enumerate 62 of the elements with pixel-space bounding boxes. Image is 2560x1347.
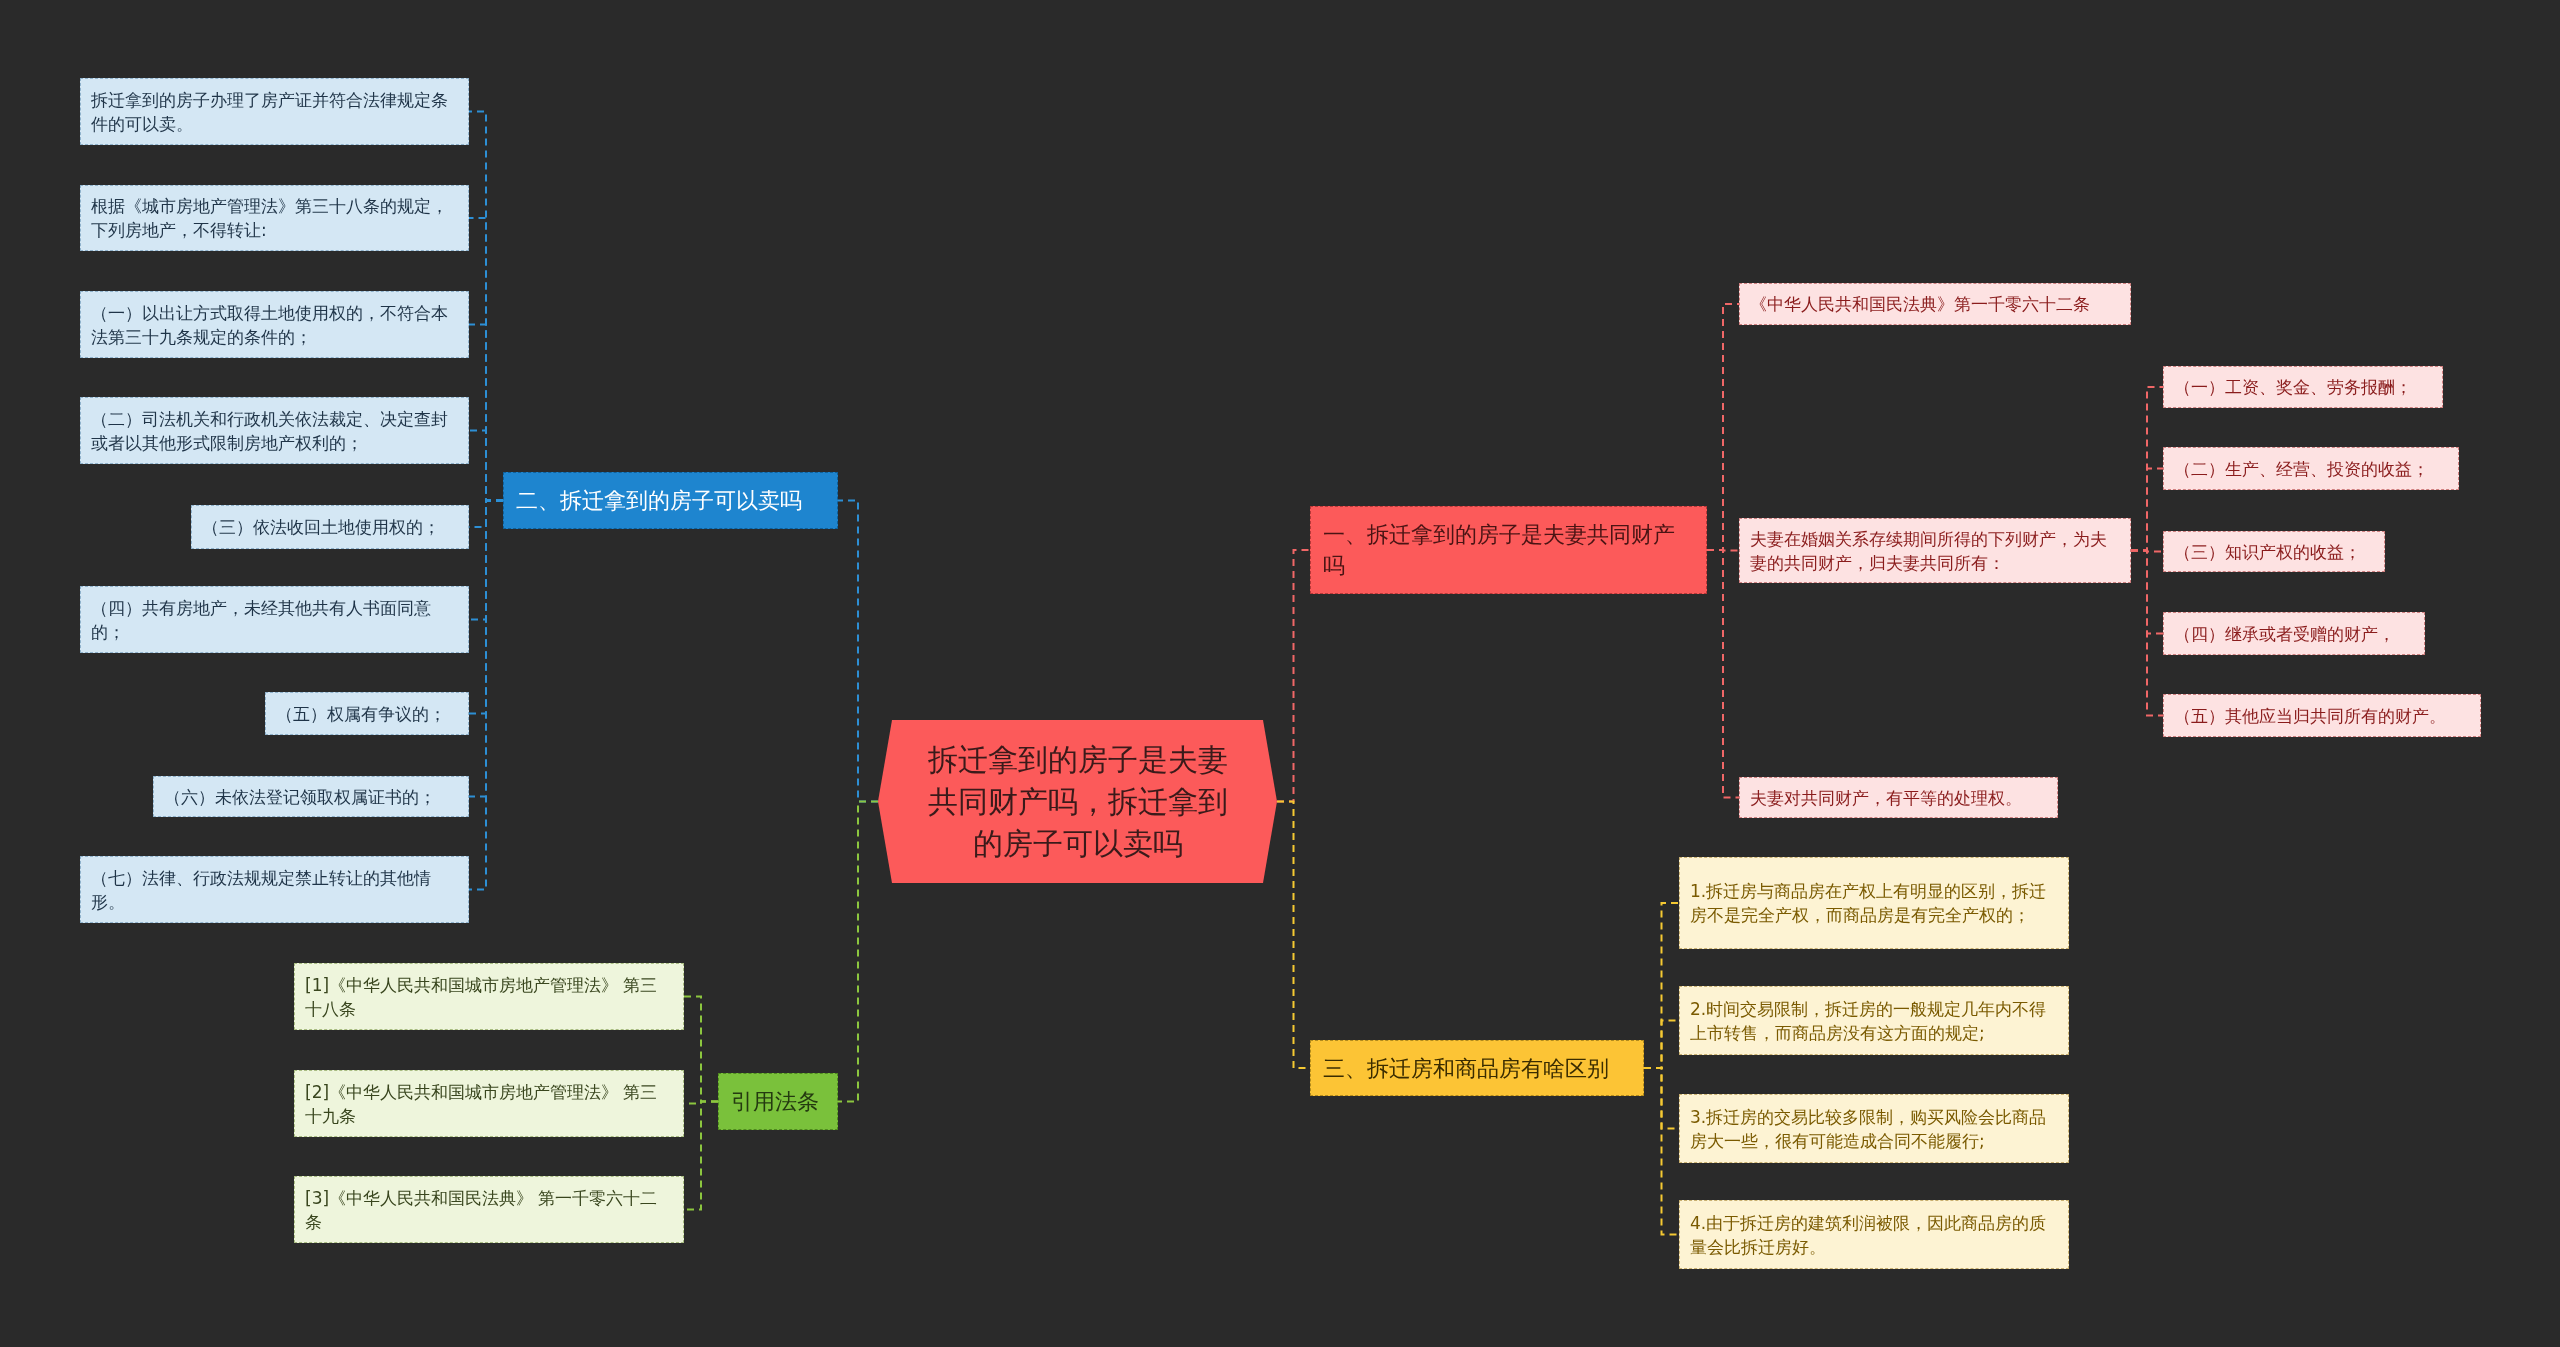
- node-text: 一、拆迁拿到的房子是夫妻共同财产吗: [1323, 521, 1676, 580]
- note-box: [80, 586, 469, 653]
- note-box: [80, 291, 469, 358]
- note-box: [2163, 612, 2425, 655]
- note-box: [2163, 694, 2481, 737]
- note-box: [153, 776, 469, 817]
- node-text: （三）依法收回土地使用权的；: [202, 516, 441, 539]
- note-box: [1679, 1200, 2069, 1269]
- note-box: [2163, 366, 2443, 408]
- topic-box: [1310, 506, 1707, 594]
- connector: [2130, 549, 2164, 717]
- note-box: [1679, 1094, 2069, 1163]
- note-box: [265, 692, 469, 735]
- note-box: [1739, 283, 2131, 325]
- connector: [1706, 549, 1740, 799]
- node-text: （二）司法机关和行政机关依法裁定、决定查封或者以其他形式限制房地产权利的；: [91, 407, 449, 455]
- node-text: （七）法律、行政法规规定禁止转让的其他情形。: [91, 866, 432, 914]
- node-text: （一）工资、奖金、劳务报酬；: [2174, 376, 2413, 399]
- node-text: [2]《中华人民共和国城市房地产管理法》 第三十九条: [305, 1080, 659, 1128]
- topic-box: [718, 1073, 838, 1130]
- topic-box: [1310, 1040, 1644, 1096]
- node-text: 4.由于拆迁房的建筑利润被限，因此商品房的质量会比拆迁房好。: [1690, 1211, 2048, 1259]
- note-box: [294, 1176, 684, 1243]
- note-box: [2163, 447, 2459, 490]
- node-text: （四）共有房地产，未经其他共有人书面同意的；: [91, 596, 432, 644]
- note-box: [2163, 531, 2385, 572]
- node-text: （五）其他应当归共同所有的财产。: [2174, 704, 2447, 728]
- note-box: [1739, 518, 2131, 583]
- node-text: （六）未依法登记领取权属证书的；: [164, 785, 437, 809]
- note-box: [80, 856, 469, 923]
- node-text: （二）生产、经营、投资的收益；: [2174, 457, 2430, 481]
- node-text: 拆迁拿到的房子是夫妻共同财产吗，拆迁拿到的房子可以卖吗: [926, 740, 1229, 863]
- connector: [837, 800, 879, 1103]
- node-text: 引用法条: [731, 1088, 820, 1116]
- note-box: [1739, 777, 2058, 818]
- node-text: [1]《中华人民共和国城市房地产管理法》 第三十八条: [305, 973, 659, 1021]
- node-text: 夫妻对共同财产，有平等的处理权。: [1750, 786, 2023, 810]
- note-box: [1679, 857, 2069, 949]
- note-box: [80, 397, 469, 464]
- central-topic: [878, 720, 1277, 883]
- node-text: （一）以出让方式取得土地使用权的，不符合本法第三十九条规定的条件的；: [91, 301, 449, 349]
- node-text: [3]《中华人民共和国民法典》 第一千零六十二条: [305, 1186, 659, 1234]
- note-box: [294, 1070, 684, 1137]
- node-text: 三、拆迁房和商品房有啥区别: [1323, 1054, 1610, 1083]
- node-text: （五）权属有争议的；: [276, 702, 447, 726]
- node-text: 1.拆迁房与商品房在产权上有明显的区别，拆迁房不是完全产权，而商品房是有完全产权的；: [1690, 880, 2048, 927]
- note-box: [80, 185, 469, 251]
- node-text: 根据《城市房地产管理法》第三十八条的规定，下列房地产，不得转让:: [91, 195, 449, 242]
- note-box: [80, 78, 469, 145]
- node-text: 《中华人民共和国民法典》第一千零六十二条: [1750, 293, 2091, 316]
- node-text: 夫妻在婚姻关系存续期间所得的下列财产，为夫妻的共同财产，归夫妻共同所有：: [1750, 527, 2108, 575]
- node-text: 拆迁拿到的房子办理了房产证并符合法律规定条件的可以卖。: [91, 88, 449, 136]
- node-text: 二、拆迁拿到的房子可以卖吗: [516, 487, 803, 515]
- node-text: 2.时间交易限制，拆迁房的一般规定几年内不得上市转售，而商品房没有这方面的规定;: [1690, 997, 2048, 1045]
- note-box: [294, 963, 684, 1030]
- note-box: [191, 505, 469, 549]
- topic-box: [503, 472, 838, 529]
- connector: [1643, 1067, 1680, 1236]
- node-text: （四）继承或者受赠的财产，: [2174, 622, 2396, 646]
- node-text: （三）知识产权的收益；: [2174, 540, 2362, 564]
- node-text: 3.拆迁房的交易比较多限制，购买风险会比商品房大一些，很有可能造成合同不能履行;: [1690, 1105, 2048, 1153]
- note-box: [1679, 986, 2069, 1055]
